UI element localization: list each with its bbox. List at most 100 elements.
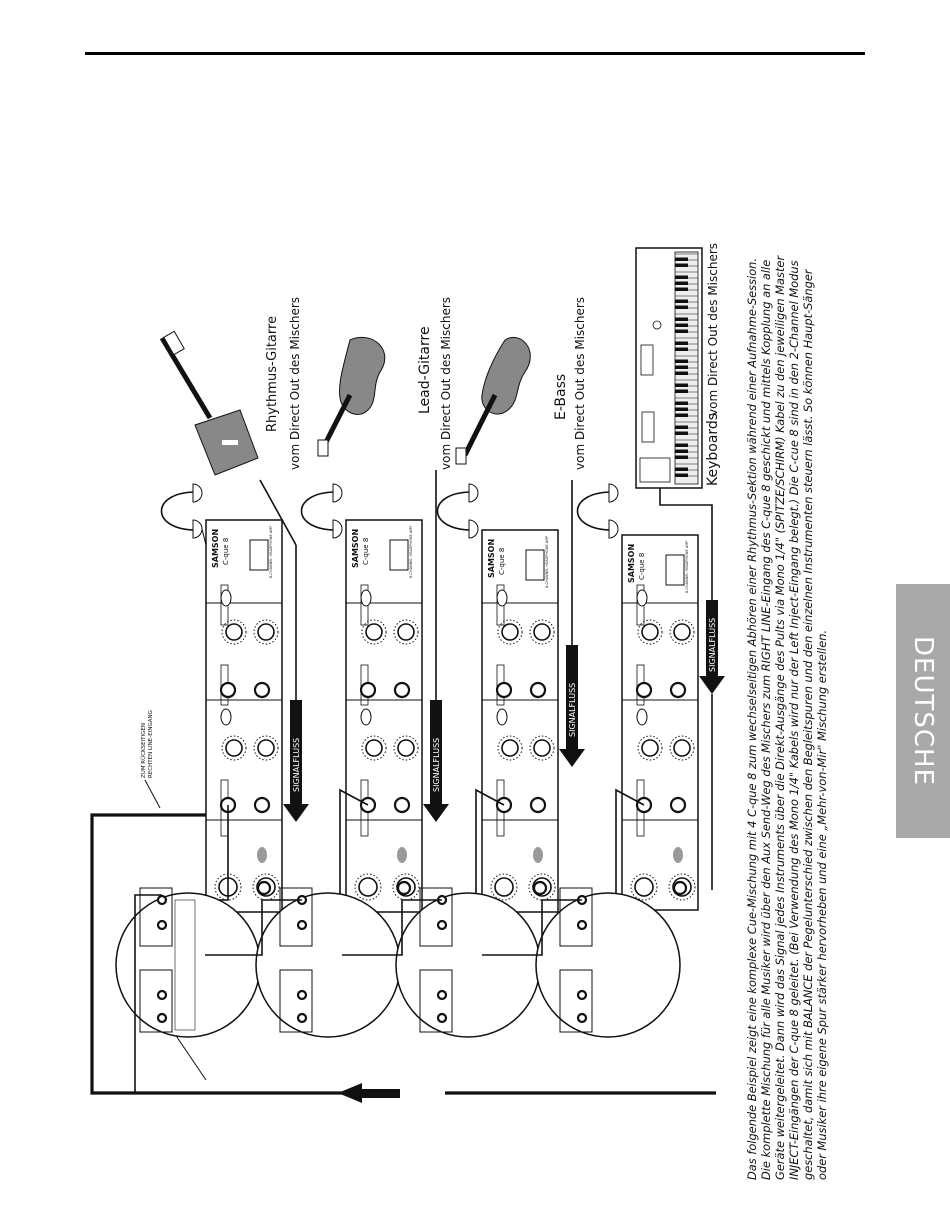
link-cable-4 [615, 788, 645, 900]
top-rule [85, 52, 865, 55]
svg-text:vom Direct Out des Mischers: vom Direct Out des Mischers [439, 297, 453, 470]
bass-guitar-icon [455, 336, 531, 465]
caption-line-2: Die komplette Mischung für alle Musiker … [759, 260, 773, 1180]
svg-text:E-Bass: E-Bass [553, 374, 569, 420]
black-key [675, 305, 688, 309]
svg-text:8-CHANNEL HEADPHONE AMP: 8-CHANNEL HEADPHONE AMP [685, 541, 689, 593]
black-key [675, 407, 688, 411]
headphones-3-icon [436, 483, 479, 539]
signal-flow-arrow-3: SIGNALFLUSS [559, 645, 585, 767]
black-key [675, 371, 688, 375]
return-note: ZUM RÜCKSEITIGEN RECHTEN LINE-EINGANG [140, 710, 154, 778]
headphones-1-icon [160, 483, 207, 546]
rear-panel-detail-1 [115, 887, 261, 1093]
black-key [675, 329, 688, 333]
black-key [675, 263, 688, 267]
signal-flow-arrow-1: SIGNALFLUSS [283, 700, 309, 822]
svg-text:C-que 8: C-que 8 [222, 538, 230, 565]
svg-text:SIGNALFLUSS: SIGNALFLUSS [292, 738, 301, 792]
svg-text:vom Direct Out des Mischers: vom Direct Out des Mischers [706, 243, 720, 416]
black-key [675, 467, 688, 471]
svg-text:C-que 8: C-que 8 [498, 548, 506, 575]
label-rhythm-guitar: Rhythmus-Gitarre [265, 316, 280, 432]
black-key [675, 257, 688, 261]
label-lead-guitar: Lead-Gitarre [417, 326, 433, 414]
rear-panel-detail-3 [342, 887, 541, 1038]
label-lead-guitar-source: vom Direct Out des Mischers [439, 297, 453, 470]
language-tab[interactable]: DEUTSCHE [896, 584, 950, 838]
cque8-unit-2: SAMSON C-que 8 8-CHANNEL HEADPHONE AMP [345, 519, 423, 913]
black-key [675, 473, 688, 477]
black-key [675, 359, 688, 363]
black-key [675, 323, 688, 327]
svg-text:SIGNALFLUSS: SIGNALFLUSS [708, 618, 717, 672]
black-key [675, 347, 688, 351]
svg-text:RECHTEN LINE-EINGANG: RECHTEN LINE-EINGANG [148, 710, 154, 778]
signal-flow-arrow-4: SIGNALFLUSS [699, 600, 725, 694]
black-key [675, 299, 688, 303]
black-key [675, 449, 688, 453]
svg-text:8-CHANNEL HEADPHONE AMP: 8-CHANNEL HEADPHONE AMP [409, 526, 413, 578]
caption-line-1: Das folgende Beispiel zeigt eine komplex… [745, 258, 759, 1180]
svg-text:C-que 8: C-que 8 [362, 538, 370, 565]
caption-line-5: geschaltet, damit sich mit BALANCE der P… [801, 268, 815, 1180]
label-keyboards-source: vom Direct Out des Mischers [706, 243, 720, 416]
headphones-4-icon [576, 483, 619, 539]
label-bass-source: vom Direct Out des Mischers [573, 297, 587, 470]
rhythm-guitar-icon [159, 330, 259, 476]
direct-out-cable-4 [659, 488, 713, 600]
black-key [675, 443, 688, 447]
svg-text:8-CHANNEL HEADPHONE AMP: 8-CHANNEL HEADPHONE AMP [269, 526, 273, 578]
black-key [675, 287, 688, 291]
caption-line-3: Geräte weitergeleitet. Dann wird das Sig… [773, 255, 787, 1180]
rear-panel-detail-4 [482, 887, 681, 1038]
black-key [675, 281, 688, 285]
svg-text:8-CHANNEL HEADPHONE AMP: 8-CHANNEL HEADPHONE AMP [545, 536, 549, 588]
black-key [675, 389, 688, 393]
label-rhythm-guitar-source: vom Direct Out des Mischers [288, 297, 302, 470]
link-cable-2 [339, 788, 369, 900]
cque8-unit-3: SAMSON C-que 8 8-CHANNEL HEADPHONE AMP [481, 529, 559, 913]
label-keyboards: Keyboards [705, 413, 721, 486]
black-key [675, 425, 688, 429]
svg-text:C-que 8: C-que 8 [638, 553, 646, 580]
black-key [675, 431, 688, 435]
link-cable-3 [475, 788, 505, 900]
black-key [675, 455, 688, 459]
label-bass: E-Bass [553, 374, 569, 420]
signal-flow-arrow-2: SIGNALFLUSS [423, 700, 449, 822]
caption-block: Das folgende Beispiel zeigt eine komplex… [745, 255, 829, 1180]
svg-text:SIGNALFLUSS: SIGNALFLUSS [568, 683, 577, 737]
svg-text:vom Direct Out des Mischers: vom Direct Out des Mischers [288, 297, 302, 470]
svg-text:Rhythmus-Gitarre: Rhythmus-Gitarre [265, 316, 280, 432]
lead-guitar-icon [317, 336, 386, 457]
caption-line-6: oder Musiker ihre eigene Spur stärker he… [815, 630, 829, 1180]
return-arrow [338, 1083, 400, 1103]
svg-text:SAMSON: SAMSON [627, 544, 636, 583]
black-key [675, 317, 688, 321]
cque8-unit-1: SAMSON C-que 8 8-CHANNEL HEADPHONE AMP [205, 519, 283, 913]
rear-panel-detail-2 [205, 887, 401, 1038]
black-key [675, 365, 688, 369]
direct-out-cable-1b [259, 479, 297, 546]
black-key [675, 413, 688, 417]
svg-text:Lead-Gitarre: Lead-Gitarre [417, 326, 433, 414]
return-cable [90, 813, 348, 1095]
black-key [675, 401, 688, 405]
svg-text:vom Direct Out des Mischers: vom Direct Out des Mischers [573, 297, 587, 470]
headphones-2-icon [300, 483, 343, 539]
svg-text:SAMSON: SAMSON [487, 539, 496, 578]
return-note-leader [144, 779, 161, 809]
svg-text:Keyboards: Keyboards [705, 413, 721, 486]
svg-text:ZUM RÜCKSEITIGEN: ZUM RÜCKSEITIGEN [140, 723, 147, 778]
svg-text:SAMSON: SAMSON [351, 529, 360, 568]
black-key [675, 341, 688, 345]
black-key [675, 383, 688, 387]
cque8-unit-4: SAMSON C-que 8 8-CHANNEL HEADPHONE AMP [621, 534, 699, 911]
svg-text:SAMSON: SAMSON [211, 529, 220, 568]
caption-line-4: INJECT-Eingängen der C-que 8 geleitet. (… [787, 260, 801, 1180]
keyboard-icon [635, 247, 703, 489]
svg-text:SIGNALFLUSS: SIGNALFLUSS [432, 738, 441, 792]
black-key [675, 275, 688, 279]
